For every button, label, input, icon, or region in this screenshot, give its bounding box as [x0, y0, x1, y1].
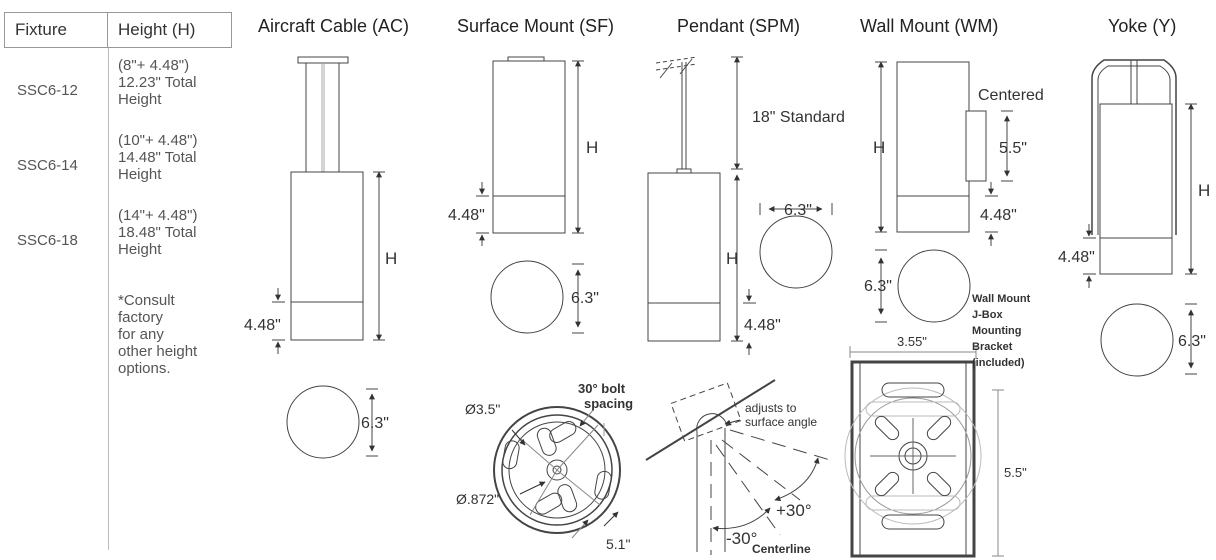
height-line: 14.48" Total — [118, 149, 197, 166]
yoke-drawing — [1083, 59, 1197, 377]
height-header: Height (H) — [107, 12, 232, 48]
wm-five-five-label: 5.5" — [999, 140, 1027, 157]
centered-label: Centered — [978, 87, 1044, 104]
sf-diameter-label: 6.3" — [571, 290, 599, 307]
adjust-label-1: adjusts to — [745, 401, 797, 415]
five-one-label: 5.1" — [606, 536, 630, 552]
sf-base-label: 4.48" — [448, 207, 485, 224]
note-line: other height — [118, 343, 198, 360]
centerline-label: Centerline — [752, 542, 811, 556]
yoke-base-label: 4.48" — [1058, 249, 1095, 266]
bracket-title-2: J-Box — [972, 309, 1003, 321]
table-divider — [108, 48, 109, 550]
adjust-label-2: surface angle — [745, 415, 817, 429]
title-wall-mount: Wall Mount (WM) — [860, 16, 999, 36]
minus30-label: -30° — [726, 529, 757, 548]
bolt-spacing-label-2: spacing — [584, 396, 633, 411]
title-surface-mount: Surface Mount (SF) — [457, 16, 615, 36]
bracket-title-3: Mounting — [972, 325, 1021, 337]
title-yoke: Yoke (Y) — [1108, 16, 1177, 36]
wm-h-label: H — [873, 138, 885, 157]
hole-diameter-label: Ø.872" — [456, 491, 499, 507]
title-aircraft-cable: Aircraft Cable (AC) — [258, 16, 410, 36]
wm-base-label: 4.48" — [980, 207, 1017, 224]
note-line: *Consult — [118, 292, 175, 309]
fixture-ssc6-14: SSC6-14 — [17, 157, 78, 174]
height-line: 12.23" Total — [118, 74, 197, 91]
spm-h-label: H — [726, 249, 738, 268]
bracket-width-label: 3.55" — [897, 334, 927, 349]
plus30-label: +30° — [776, 501, 812, 520]
ac-diameter-label: 6.3" — [361, 415, 389, 432]
surface-mount-drawing — [476, 56, 621, 539]
height-line: (10"+ 4.48") — [118, 132, 198, 149]
height-line: Height — [118, 166, 162, 183]
height-line: Height — [118, 91, 162, 108]
ac-h-label: H — [385, 249, 397, 268]
height-ssc6-18: (14"+ 4.48") 18.48" Total Height — [118, 207, 197, 258]
fixture-ssc6-12: SSC6-12 — [17, 82, 78, 99]
yoke-diameter-label: 6.3" — [1178, 333, 1206, 350]
spm-base-label: 4.48" — [744, 317, 781, 334]
standard-label: 18" Standard — [752, 109, 845, 126]
title-pendant: Pendant (SPM) — [677, 16, 801, 36]
note-line: options. — [118, 360, 171, 377]
bracket-height-label: 5.5" — [1004, 465, 1027, 480]
pendant-drawing — [645, 56, 833, 555]
bolt-spacing-label-1: 30° bolt — [578, 381, 626, 396]
bolt-diameter-label: Ø3.5" — [465, 401, 500, 417]
note-line: factory — [118, 309, 164, 326]
fixture-ssc6-18: SSC6-18 — [17, 232, 78, 249]
note-line: for any — [118, 326, 164, 343]
height-line: (8"+ 4.48") — [118, 57, 190, 74]
height-ssc6-14: (10"+ 4.48") 14.48" Total Height — [118, 132, 197, 183]
height-line: Height — [118, 241, 162, 258]
wm-diameter-label: 6.3" — [864, 278, 892, 295]
bracket-title-1: Wall Mount — [972, 293, 1031, 305]
bracket-title-4: Bracket — [972, 341, 1013, 353]
bracket-title-5: (included) — [972, 357, 1025, 369]
consult-note: *Consult factory for any other height op… — [118, 292, 197, 377]
height-line: (14"+ 4.48") — [118, 207, 198, 224]
height-line: 18.48" Total — [118, 224, 197, 241]
yoke-h-label: H — [1198, 181, 1210, 200]
spm-diameter-label: 6.3" — [784, 202, 812, 219]
height-ssc6-12: (8"+ 4.48") 12.23" Total Height — [118, 57, 196, 108]
aircraft-cable-drawing — [272, 56, 385, 459]
sf-h-label: H — [586, 138, 598, 157]
ac-base-label: 4.48" — [244, 317, 281, 334]
wall-mount-drawing — [844, 61, 1013, 558]
